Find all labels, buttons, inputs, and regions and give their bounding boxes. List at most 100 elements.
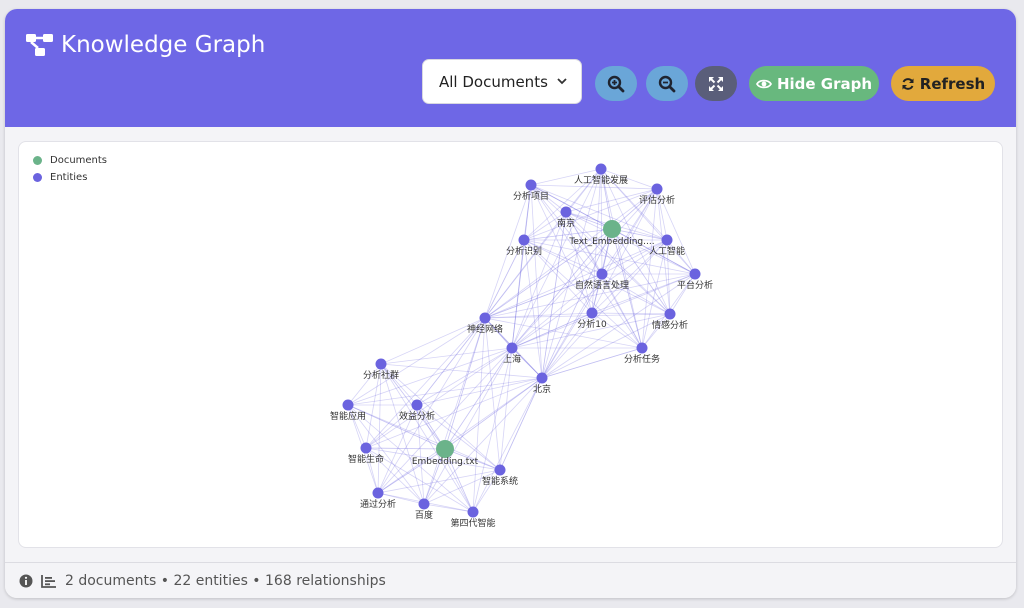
graph-edge	[423, 377, 543, 505]
graph-edge	[416, 317, 486, 406]
document-node[interactable]	[603, 220, 621, 238]
graph-edge	[484, 312, 593, 319]
node-label: 分析识别	[506, 245, 542, 257]
graph-edge	[365, 404, 418, 449]
node-label: 第四代智能	[450, 517, 495, 529]
entity-node[interactable]	[506, 342, 518, 354]
graph-edge	[380, 363, 543, 379]
graph-edge	[511, 184, 532, 349]
node-label: 效益分析	[399, 410, 435, 422]
graph-edge	[600, 168, 613, 230]
graph-edge	[541, 228, 613, 379]
graph-edge	[416, 404, 425, 505]
node-label: 分析项目	[513, 190, 549, 202]
entity-node[interactable]	[536, 372, 548, 384]
graph-edge	[365, 447, 379, 494]
graph-edge	[511, 312, 593, 349]
graph-edge	[423, 503, 474, 513]
node-label: 自然语言处理	[575, 279, 629, 291]
zoom-in-button[interactable]	[595, 66, 637, 101]
graph-edge	[666, 239, 671, 315]
graph-edge	[523, 239, 671, 315]
graph-edge	[444, 448, 474, 513]
graph-edge	[656, 188, 668, 241]
graph-edge	[591, 312, 643, 349]
document-filter-value: All Documents	[439, 72, 548, 91]
document-filter-select[interactable]: All Documents	[422, 59, 582, 104]
graph-edge	[591, 273, 603, 314]
entity-node[interactable]	[360, 442, 372, 454]
graph-edge	[541, 347, 643, 379]
hide-graph-button[interactable]: Hide Graph	[749, 66, 879, 101]
graph-edge	[365, 447, 425, 505]
entity-node[interactable]	[586, 307, 598, 319]
graph-stats: 2 documents • 22 entities • 168 relation…	[65, 573, 386, 589]
graph-edge	[530, 184, 603, 275]
entity-node[interactable]	[518, 234, 530, 246]
graph-edge	[600, 168, 603, 275]
graph-legend: Documents Entities	[33, 152, 107, 186]
hide-graph-label: Hide Graph	[776, 74, 873, 93]
entity-node[interactable]	[525, 179, 537, 191]
graph-edge	[541, 313, 671, 379]
zoom-out-icon	[658, 75, 676, 92]
entity-node[interactable]	[494, 464, 506, 476]
graph-edge	[377, 469, 501, 494]
entity-node[interactable]	[342, 399, 354, 411]
graph-edge	[377, 404, 418, 494]
graph-edge	[484, 317, 501, 471]
refresh-icon	[902, 77, 914, 90]
graph-edge	[484, 317, 513, 349]
node-label: 上海	[503, 353, 521, 365]
graph-edge	[530, 184, 658, 190]
graph-edge	[611, 228, 643, 349]
entity-node[interactable]	[411, 399, 423, 411]
refresh-button[interactable]: Refresh	[891, 66, 995, 101]
zoom-out-button[interactable]	[646, 66, 688, 101]
graph-edge	[484, 168, 602, 319]
node-label: 情感分析	[652, 319, 688, 331]
entity-node[interactable]	[661, 234, 673, 246]
graph-edge	[523, 239, 643, 349]
graph-edge	[416, 404, 474, 513]
entity-node[interactable]	[689, 268, 701, 280]
graph-edge	[347, 377, 543, 406]
entity-node[interactable]	[595, 163, 607, 175]
graph-edge	[484, 211, 567, 319]
status-footer: 2 documents • 22 entities • 168 relation…	[5, 562, 1016, 598]
graph-edge	[611, 228, 696, 275]
entity-node[interactable]	[636, 342, 648, 354]
graph-edge	[601, 188, 658, 275]
graph-edge	[365, 347, 513, 449]
node-label: 南京	[557, 217, 575, 229]
entity-node[interactable]	[418, 498, 430, 510]
node-label: 人工智能发展	[574, 174, 628, 186]
expand-icon	[709, 76, 723, 91]
graph-edge	[365, 377, 543, 449]
graph-edge	[347, 363, 382, 406]
graph-edge	[377, 347, 513, 494]
legend-documents-label: Documents	[50, 155, 108, 166]
graph-edge	[347, 347, 513, 406]
entity-node[interactable]	[372, 487, 384, 499]
graph-edge	[365, 447, 474, 513]
graph-edge	[347, 404, 425, 505]
graph-edge	[484, 239, 668, 319]
entity-node[interactable]	[467, 506, 479, 518]
graph-edge	[523, 228, 613, 241]
entity-node[interactable]	[375, 358, 387, 370]
fit-view-button[interactable]	[695, 66, 737, 101]
entity-node[interactable]	[596, 268, 608, 280]
graph-edge	[600, 168, 643, 349]
entity-node[interactable]	[479, 312, 491, 324]
entity-node[interactable]	[664, 308, 676, 320]
header-bar: Knowledge Graph All Documents	[5, 9, 1016, 127]
eye-icon	[755, 79, 772, 88]
entity-node[interactable]	[560, 206, 572, 218]
graph-edge	[472, 377, 543, 513]
document-node[interactable]	[436, 440, 454, 458]
graph-edge	[611, 228, 671, 315]
entity-node[interactable]	[651, 183, 663, 195]
